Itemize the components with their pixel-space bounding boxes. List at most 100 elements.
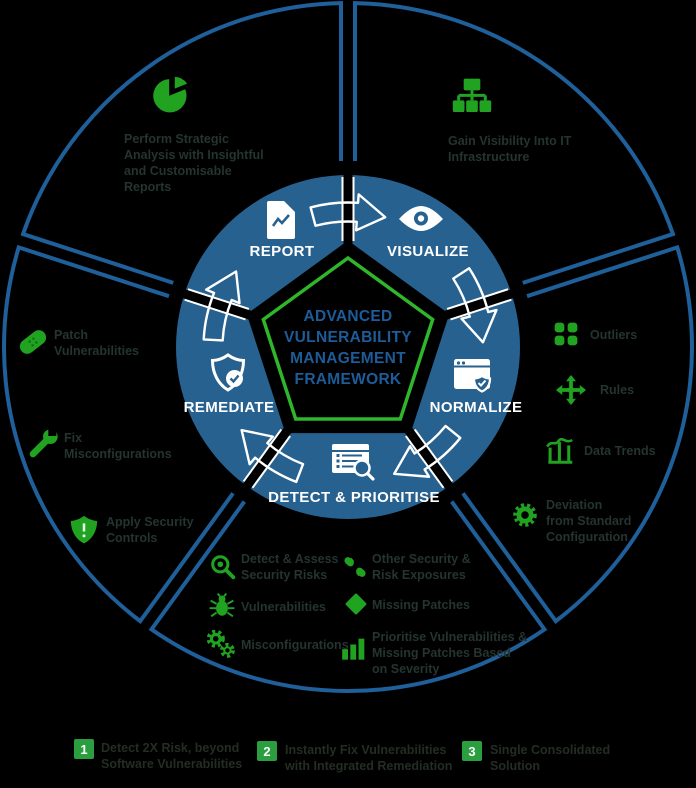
bug-icon — [209, 592, 235, 624]
info-text-line: Fix — [64, 431, 83, 445]
list-magnifier-icon — [332, 444, 375, 481]
visualize-info-label: Gain Visibility Into IT Infrastructure — [448, 133, 571, 165]
info-text-line: Gain Visibility Into IT — [448, 134, 572, 148]
legend-item-2: Instantly Fix Vulnerabilities with Integr… — [285, 742, 452, 774]
info-text-line: Infrastructure — [448, 150, 530, 164]
legend-text-line: with Integrated Remediation — [285, 759, 453, 773]
segment-divider — [237, 417, 299, 497]
legend-number-badge: 3 — [462, 741, 482, 761]
info-text-line: Missing Patches — [372, 598, 470, 612]
info-text-line: from Standard — [546, 514, 632, 528]
segment-divider — [174, 286, 264, 324]
center-title-line-1: ADVANCED — [303, 308, 392, 325]
info-text-line: Patch — [54, 328, 89, 342]
patch-icon — [17, 326, 49, 363]
legend-text-line: Solution — [490, 759, 540, 773]
priority-bars-icon — [341, 634, 369, 667]
vulnerabilities-label: Vulnerabilities — [241, 599, 326, 615]
info-text-line: Analysis with Insightful — [124, 148, 264, 162]
center-title-line-4: FRAMEWORK — [295, 371, 402, 388]
visualize-sector-outline — [353, 1, 676, 285]
detect-prioritise-sector-outline — [148, 500, 548, 693]
pie-chart-icon — [151, 76, 189, 119]
window-shield-icon — [454, 359, 492, 393]
info-text-line: Vulnerabilities — [241, 600, 326, 614]
info-text-line: Controls — [106, 531, 158, 545]
rules-label: Rules — [600, 382, 634, 398]
legend-text-line: Instantly Fix Vulnerabilities — [285, 743, 447, 757]
segment-divider — [397, 417, 459, 497]
data-trends-label: Data Trends — [584, 443, 656, 459]
eye-icon — [399, 206, 443, 231]
gear-icon — [511, 501, 539, 534]
info-text-line: Configuration — [546, 530, 628, 544]
info-text-line: Misconfigurations — [241, 638, 349, 652]
move-arrows-icon — [556, 375, 586, 410]
legend-number: 1 — [80, 741, 88, 757]
misconfigurations-label: Misconfigurations — [241, 637, 349, 653]
info-text-line: Detect & Assess — [241, 552, 339, 566]
outliers-label: Outliers — [590, 327, 637, 343]
flow-arrow — [202, 270, 241, 342]
prioritise-vulnerabilities-label: Prioritise Vulnerabilities & Missing Patc… — [372, 629, 527, 677]
info-text-line: Deviation — [546, 498, 603, 512]
legend-number-badge: 1 — [74, 739, 94, 759]
pentagon-outline — [261, 255, 435, 421]
other-security-risk-exposures-label: Other Security &Risk Exposures — [372, 551, 471, 583]
segment-label-normalize: NORMALIZE — [430, 399, 523, 416]
flow-arrow — [452, 267, 498, 344]
info-text-line: and Customisable — [124, 164, 232, 178]
info-text-line: Data Trends — [584, 444, 656, 458]
center-title-line-2: VULNERABILITY — [284, 329, 412, 346]
segment-label-remediate: REMEDIATE — [184, 399, 275, 416]
info-text-line: Misconfigurations — [64, 447, 172, 461]
info-text-line: Reports — [124, 180, 172, 194]
pentagon-hole — [246, 240, 450, 434]
info-text-line: Missing Patches Based — [372, 646, 511, 660]
legend-number: 3 — [468, 743, 476, 759]
info-text-line: Vulnerabilities — [54, 344, 139, 358]
normalize-sector-outline — [461, 244, 694, 624]
search-risk-icon — [210, 554, 236, 585]
segment-divider — [432, 286, 522, 324]
missing-patches-label: Missing Patches — [372, 597, 470, 613]
shield-alert-icon — [69, 514, 99, 549]
chart-trends-icon — [546, 436, 574, 469]
gears-icon — [206, 629, 235, 663]
info-text-line: Rules — [600, 383, 635, 397]
segment-label-detect-prioritise: DETECT & PRIORITISE — [268, 489, 440, 506]
info-text-line: Perform Strategic — [124, 132, 229, 146]
segment-label-report: REPORT — [250, 243, 315, 260]
info-text-line: Security Risks — [241, 568, 328, 582]
info-text-line: Other Security & — [372, 552, 471, 566]
info-text-line: Outliers — [590, 328, 638, 342]
legend-number: 2 — [263, 743, 271, 759]
flow-arrow — [309, 193, 387, 232]
info-text-line: Prioritise Vulnerabilities & — [372, 630, 528, 644]
broken-link-icon — [342, 554, 368, 585]
legend-number-badge: 2 — [257, 741, 277, 761]
legend-text-line: Detect 2X Risk, beyond — [101, 741, 240, 755]
flow-arrow — [240, 428, 305, 484]
diamond-icon — [344, 592, 368, 621]
remediate-sector-outline — [2, 244, 235, 624]
segment-label-visualize: VISUALIZE — [387, 243, 469, 260]
info-text-line: on Severity — [372, 662, 440, 676]
shield-check-badge-icon — [210, 353, 246, 392]
report-sector-outline — [20, 1, 343, 285]
center-title-line-3: MANAGEMENT — [290, 350, 406, 367]
legend-text-line: Single Consolidated — [490, 743, 611, 757]
report-document-icon — [267, 201, 295, 239]
legend-text-line: Software Vulnerabilities — [101, 757, 243, 771]
